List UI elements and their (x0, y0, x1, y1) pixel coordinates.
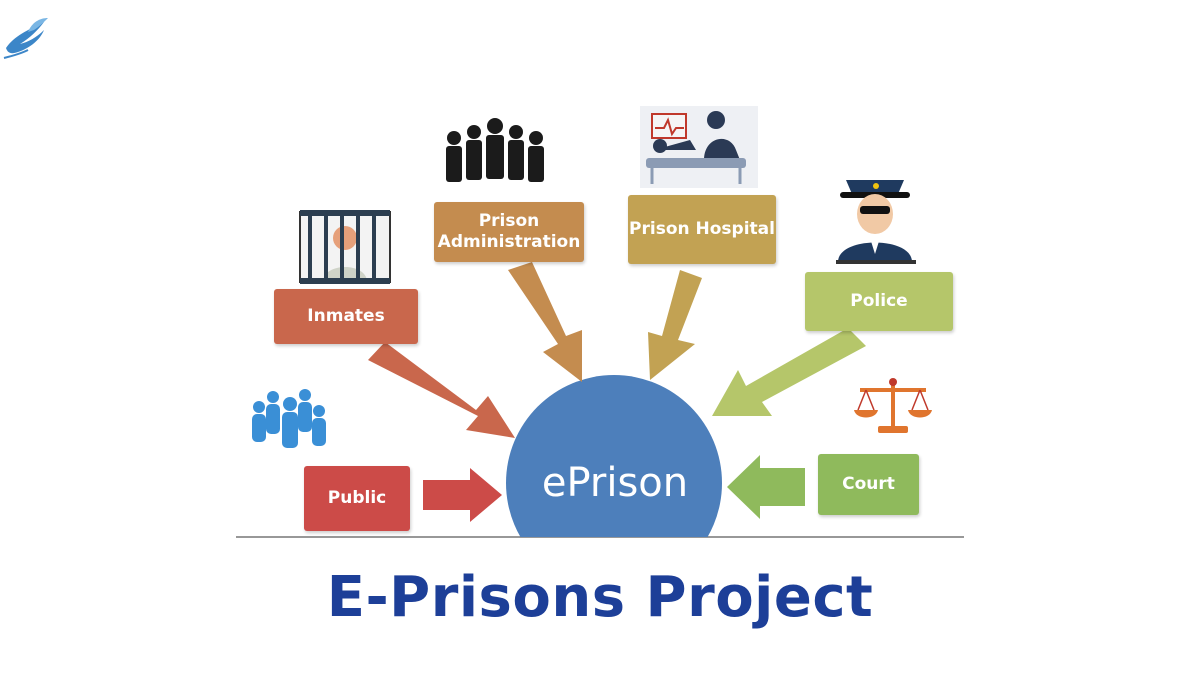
inmate-behind-bars-icon (299, 210, 391, 284)
people-group-icon (252, 389, 326, 448)
node-police: Police (805, 272, 953, 331)
center-circle (506, 375, 722, 537)
page-title: E-Prisons Project (326, 565, 874, 630)
arrow-police (712, 328, 866, 416)
police-officer-icon (836, 180, 916, 264)
arrow-prison-admin (508, 262, 582, 382)
bird-logo-icon (3, 18, 48, 59)
hospital-bed-icon (640, 106, 758, 188)
node-court: Court (818, 454, 919, 515)
node-prison-hospital: Prison Hospital (628, 195, 776, 264)
arrow-inmates (368, 342, 515, 438)
officers-group-icon (446, 118, 544, 182)
arrow-public (423, 468, 502, 522)
arrow-court (727, 455, 805, 519)
arrow-prison-hospital (648, 270, 702, 380)
node-public: Public (304, 466, 410, 531)
center-node-label: ePrison (541, 460, 689, 506)
scales-of-justice-icon (854, 378, 932, 433)
node-inmates: Inmates (274, 289, 418, 344)
